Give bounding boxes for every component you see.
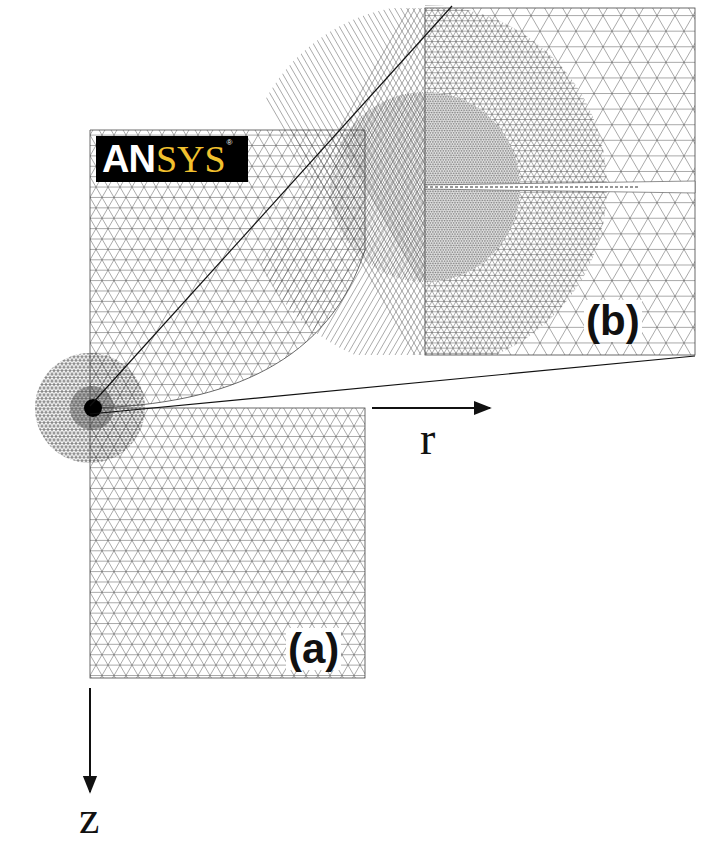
axis-label: r — [420, 416, 435, 462]
logo-text: SYS — [156, 140, 226, 178]
software-logo: ANSYS® — [96, 136, 248, 182]
panel-label: (a) — [286, 628, 341, 670]
mesh-region — [209, 5, 716, 355]
mesh-lines — [209, 5, 716, 355]
mesh-lines — [0, 383, 617, 432]
axis-label: z — [79, 795, 99, 841]
logo-mark: ® — [227, 139, 233, 147]
mesh-region — [0, 383, 617, 432]
mesh-lines — [90, 408, 365, 678]
mesh-lines — [257, 88, 716, 285]
logo-text: AN — [102, 140, 155, 178]
panel-label: (b) — [584, 300, 642, 342]
mesh-lines — [425, 8, 695, 355]
mesh-region — [425, 8, 695, 355]
mesh-region — [257, 88, 716, 285]
mesh-region — [90, 408, 365, 678]
